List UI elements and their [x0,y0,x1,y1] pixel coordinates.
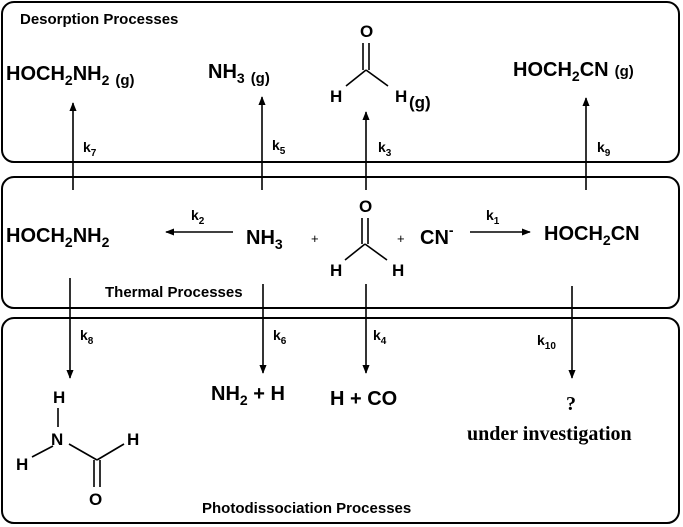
thermal-box [1,176,680,309]
hoch2nh2-thermal: HOCH2NH2 [6,225,110,250]
formaldehyde-gas-structure: O H H (g) [330,22,431,112]
thermal-title: Thermal Processes [105,284,243,301]
formamide-structure: H N H H O [16,388,139,509]
atom-o: O [360,22,373,41]
rate-label-k9: k9 [597,139,611,159]
nh2-h-product: NH2 + H [211,383,285,408]
hoch2cn-gas: HOCH2CN(g) [513,59,634,84]
atom-h: H [127,430,139,449]
rate-label-k4: k4 [373,327,387,347]
h2co-phase: (g) [409,93,431,112]
atom-h: H [53,388,65,407]
atom-o: O [89,490,102,509]
atom-n: N [51,430,63,449]
unknown-product: ? [566,393,576,415]
rate-label-k3: k3 [378,139,392,159]
desorption-title: Desorption Processes [20,11,178,28]
rate-label-k1: k1 [486,207,500,227]
hoch2cn-thermal: HOCH2CN [544,223,640,248]
plus-sign: + [397,231,405,246]
nh3-gas: NH3(g) [208,61,270,87]
rate-label-k2: k2 [191,207,205,227]
atom-h: H [392,261,404,280]
atom-h: H [330,87,342,106]
plus-sign: + [311,231,319,246]
rate-label-k8: k8 [80,327,94,347]
rate-label-k7: k7 [83,139,97,159]
formaldehyde-thermal-structure: O H H [330,197,404,280]
rate-label-k10: k10 [537,332,556,352]
atom-h: H [395,87,407,106]
desorption-box [1,1,680,163]
h-co-product: H + CO [330,388,397,410]
photodissociation-box [1,317,680,524]
rate-label-k5: k5 [272,137,286,157]
photodissociation-title: Photodissociation Processes [202,500,411,517]
atom-h: H [330,261,342,280]
cyanide-ion: CN- [420,222,454,249]
hoch2nh2-gas: HOCH2NH2(g) [6,63,135,89]
rate-label-k6: k6 [273,327,287,347]
atom-o: O [359,197,372,216]
under-investigation-label: under investigation [467,423,632,445]
nh3-thermal: NH3 [246,227,283,252]
atom-h: H [16,455,28,474]
